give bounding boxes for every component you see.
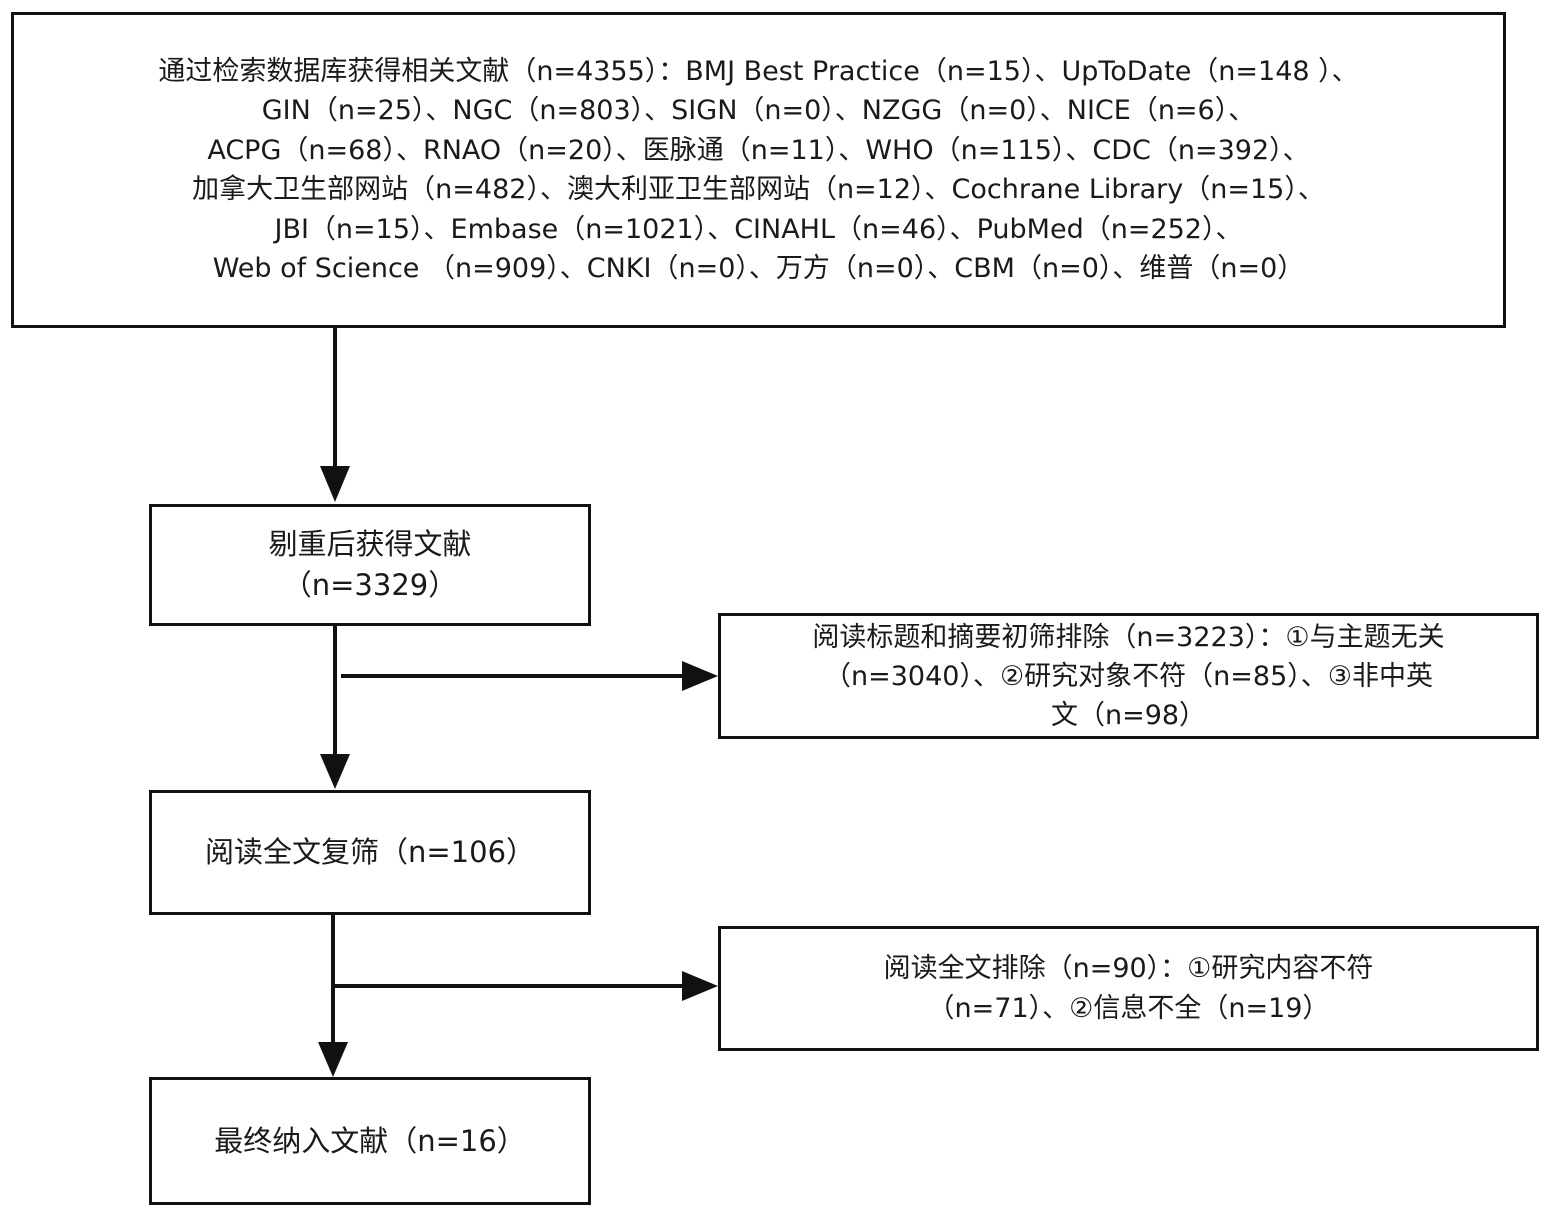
search-line-4: 加拿大卫生部网站（n=482）、澳大利亚卫生部网站（n=12）、Cochrane…: [192, 174, 1325, 205]
final-line-1: 最终纳入文献（n=16）: [214, 1123, 526, 1158]
exclusion1-line-3: 文（n=98）: [1050, 699, 1207, 731]
fulltext-exclusion-box: 阅读全文排除（n=90）：①研究内容不符 （n=71）、②信息不全（n=19）: [718, 926, 1539, 1051]
dedup-box: 剔重后获得文献 （n=3329）: [149, 504, 591, 626]
exclusion1-line-2: （n=3040）、②研究对象不符（n=85）、③非中英: [824, 660, 1433, 692]
dedup-line-2: （n=3329）: [282, 568, 458, 602]
arrowhead-branch-to-exclusion2: [682, 971, 718, 1001]
exclusion2-line-1: 阅读全文排除（n=90）：①研究内容不符: [883, 952, 1374, 984]
search-line-1: 通过检索数据库获得相关文献（n=4355）：BMJ Best Practice（…: [158, 55, 1359, 87]
arrowhead-branch-to-exclusion1: [682, 661, 718, 691]
exclusion2-line-2: （n=71）、②信息不全（n=19）: [927, 992, 1330, 1024]
search-line-6: Web of Science （n=909）、CNKI（n=0）、万方（n=0）…: [212, 253, 1305, 284]
title-abstract-exclusion-box: 阅读标题和摘要初筛排除（n=3223）：①与主题无关 （n=3040）、②研究对…: [718, 613, 1539, 739]
search-line-3: ACPG（n=68）、RNAO（n=20）、医脉通（n=11）、WHO（n=11…: [207, 134, 1310, 166]
arrowhead-dedup-to-fulltext: [320, 754, 350, 789]
fulltext-line-1: 阅读全文复筛（n=106）: [204, 835, 536, 869]
arrowhead-search-to-dedup: [320, 466, 350, 502]
final-included-box: 最终纳入文献（n=16）: [149, 1077, 591, 1205]
exclusion1-line-1: 阅读标题和摘要初筛排除（n=3223）：①与主题无关: [812, 621, 1445, 653]
search-line-2: GIN（n=25）、NGC（n=803）、SIGN（n=0）、NZGG（n=0）…: [261, 95, 1256, 126]
dedup-line-1: 剔重后获得文献: [268, 527, 472, 561]
search-results-box: 通过检索数据库获得相关文献（n=4355）：BMJ Best Practice（…: [11, 12, 1506, 328]
fulltext-screening-box: 阅读全文复筛（n=106）: [149, 790, 591, 915]
search-line-5: JBI（n=15）、Embase（n=1021）、CINAHL（n=46）、Pu…: [274, 213, 1243, 245]
arrowhead-fulltext-to-final: [318, 1042, 348, 1077]
